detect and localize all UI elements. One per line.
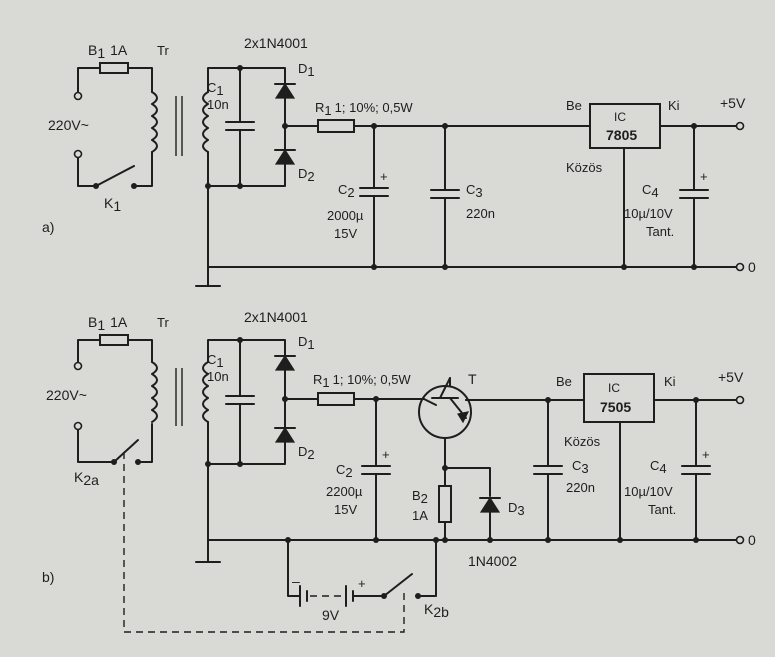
circuit-a-label: a): [42, 219, 54, 235]
c4-label-b: C4: [650, 458, 667, 476]
ic-part-a: 7805: [606, 127, 637, 143]
battery-9v: [285, 537, 385, 607]
transformer-b: [151, 361, 209, 426]
mains-input-b: [73, 339, 153, 465]
c2-value-a: 2000µ: [327, 208, 364, 223]
d3-label: D3: [508, 500, 525, 518]
c4-label-a: C4: [642, 182, 659, 200]
c4-type-b: Tant.: [648, 502, 676, 517]
mains-label-b: 220V~: [46, 387, 87, 403]
c3-label-b: C3: [572, 458, 589, 476]
output-zero-terminal-a: [735, 262, 745, 272]
diode-d2-a: [274, 148, 296, 165]
c1-value-a: 10n: [207, 97, 229, 112]
ic-regulator-b: [583, 373, 655, 423]
ic-label-b: IC: [608, 381, 620, 395]
ic-label-a: IC: [614, 110, 626, 124]
c4-type-a: Tant.: [646, 224, 674, 239]
c2-voltage-b: 15V: [334, 502, 357, 517]
c2-label-a: C2: [338, 182, 355, 200]
switch-link-dashed: [123, 452, 405, 633]
transformer-a: [151, 91, 209, 156]
resistor-r1-b: [317, 392, 355, 406]
c1-value-b: 10n: [207, 369, 229, 384]
c3-value-b: 220n: [566, 480, 595, 495]
transistor-label: T: [468, 371, 477, 387]
d1-label-b: D1: [298, 334, 315, 352]
c2-plus-a: +: [380, 169, 388, 184]
output-zero-terminal-b: [735, 535, 745, 545]
ic-out-label-b: Ki: [664, 374, 676, 389]
d2-label-a: D2: [298, 166, 315, 184]
mains-input-a: [73, 67, 153, 189]
c4-plus-b: +: [702, 447, 710, 462]
c3-label-a: C3: [466, 182, 483, 200]
switch-k2b-label: K2b: [424, 601, 449, 620]
d2-label-b: D2: [298, 444, 315, 462]
circuit-b-label: b): [42, 569, 54, 585]
c4-value-b: 10µ/10V: [624, 484, 673, 499]
ic-part-b: 7505: [600, 399, 631, 415]
output-plus-terminal-a: [735, 121, 745, 131]
output-zero-label-a: 0: [748, 259, 756, 275]
c2-label-b: C2: [336, 462, 353, 480]
c1-label-b: C1: [207, 352, 224, 370]
fuse-b1-a: [99, 62, 129, 74]
fuse-b2: [438, 485, 452, 523]
mains-label-a: 220V~: [48, 117, 89, 133]
switch-label-a: K1: [104, 195, 121, 214]
ic-out-label-a: Ki: [668, 98, 680, 113]
battery-plus-label: +: [358, 576, 366, 591]
battery-minus-label: –: [292, 573, 300, 589]
diode-d3: [479, 496, 501, 513]
switch-k2b: [381, 537, 439, 599]
diodes-title-a: 2x1N4001: [244, 35, 308, 51]
fuse-b1-b: [99, 334, 129, 346]
c2-plus-b: +: [382, 447, 390, 462]
output-plus-terminal-b: [735, 395, 745, 405]
d1-label-a: D1: [298, 61, 315, 79]
c3-value-a: 220n: [466, 206, 495, 221]
resistor-r1-a: [317, 119, 355, 133]
c2-value-b: 2200µ: [326, 484, 363, 499]
output-zero-label-b: 0: [748, 532, 756, 548]
c4-value-a: 10µ/10V: [624, 206, 673, 221]
output-plus-label-a: +5V: [720, 95, 746, 111]
ic-common-label-a: Közös: [566, 160, 603, 175]
diode-d1-b: [274, 354, 296, 371]
diode-d2-b: [274, 426, 296, 443]
d3-part: 1N4002: [468, 553, 517, 569]
output-plus-label-b: +5V: [718, 369, 744, 385]
switch-label-b: K2a: [74, 469, 99, 488]
b2-label: B2: [412, 488, 428, 506]
transformer-label-a: Tr: [157, 43, 169, 58]
transistor-t: [418, 377, 549, 469]
c2-voltage-a: 15V: [334, 226, 357, 241]
ic-in-label-b: Be: [556, 374, 572, 389]
c1-label-a: C1: [207, 80, 224, 98]
b2-rating: 1A: [412, 508, 428, 523]
ic-regulator-a: [589, 103, 661, 149]
ic-in-label-a: Be: [566, 98, 582, 113]
diodes-title-b: 2x1N4001: [244, 309, 308, 325]
transformer-label-b: Tr: [157, 315, 169, 330]
ic-common-label-b: Közös: [564, 434, 601, 449]
battery-label: 9V: [322, 607, 340, 623]
c4-plus-a: +: [700, 169, 708, 184]
diode-d1-a: [274, 82, 296, 99]
